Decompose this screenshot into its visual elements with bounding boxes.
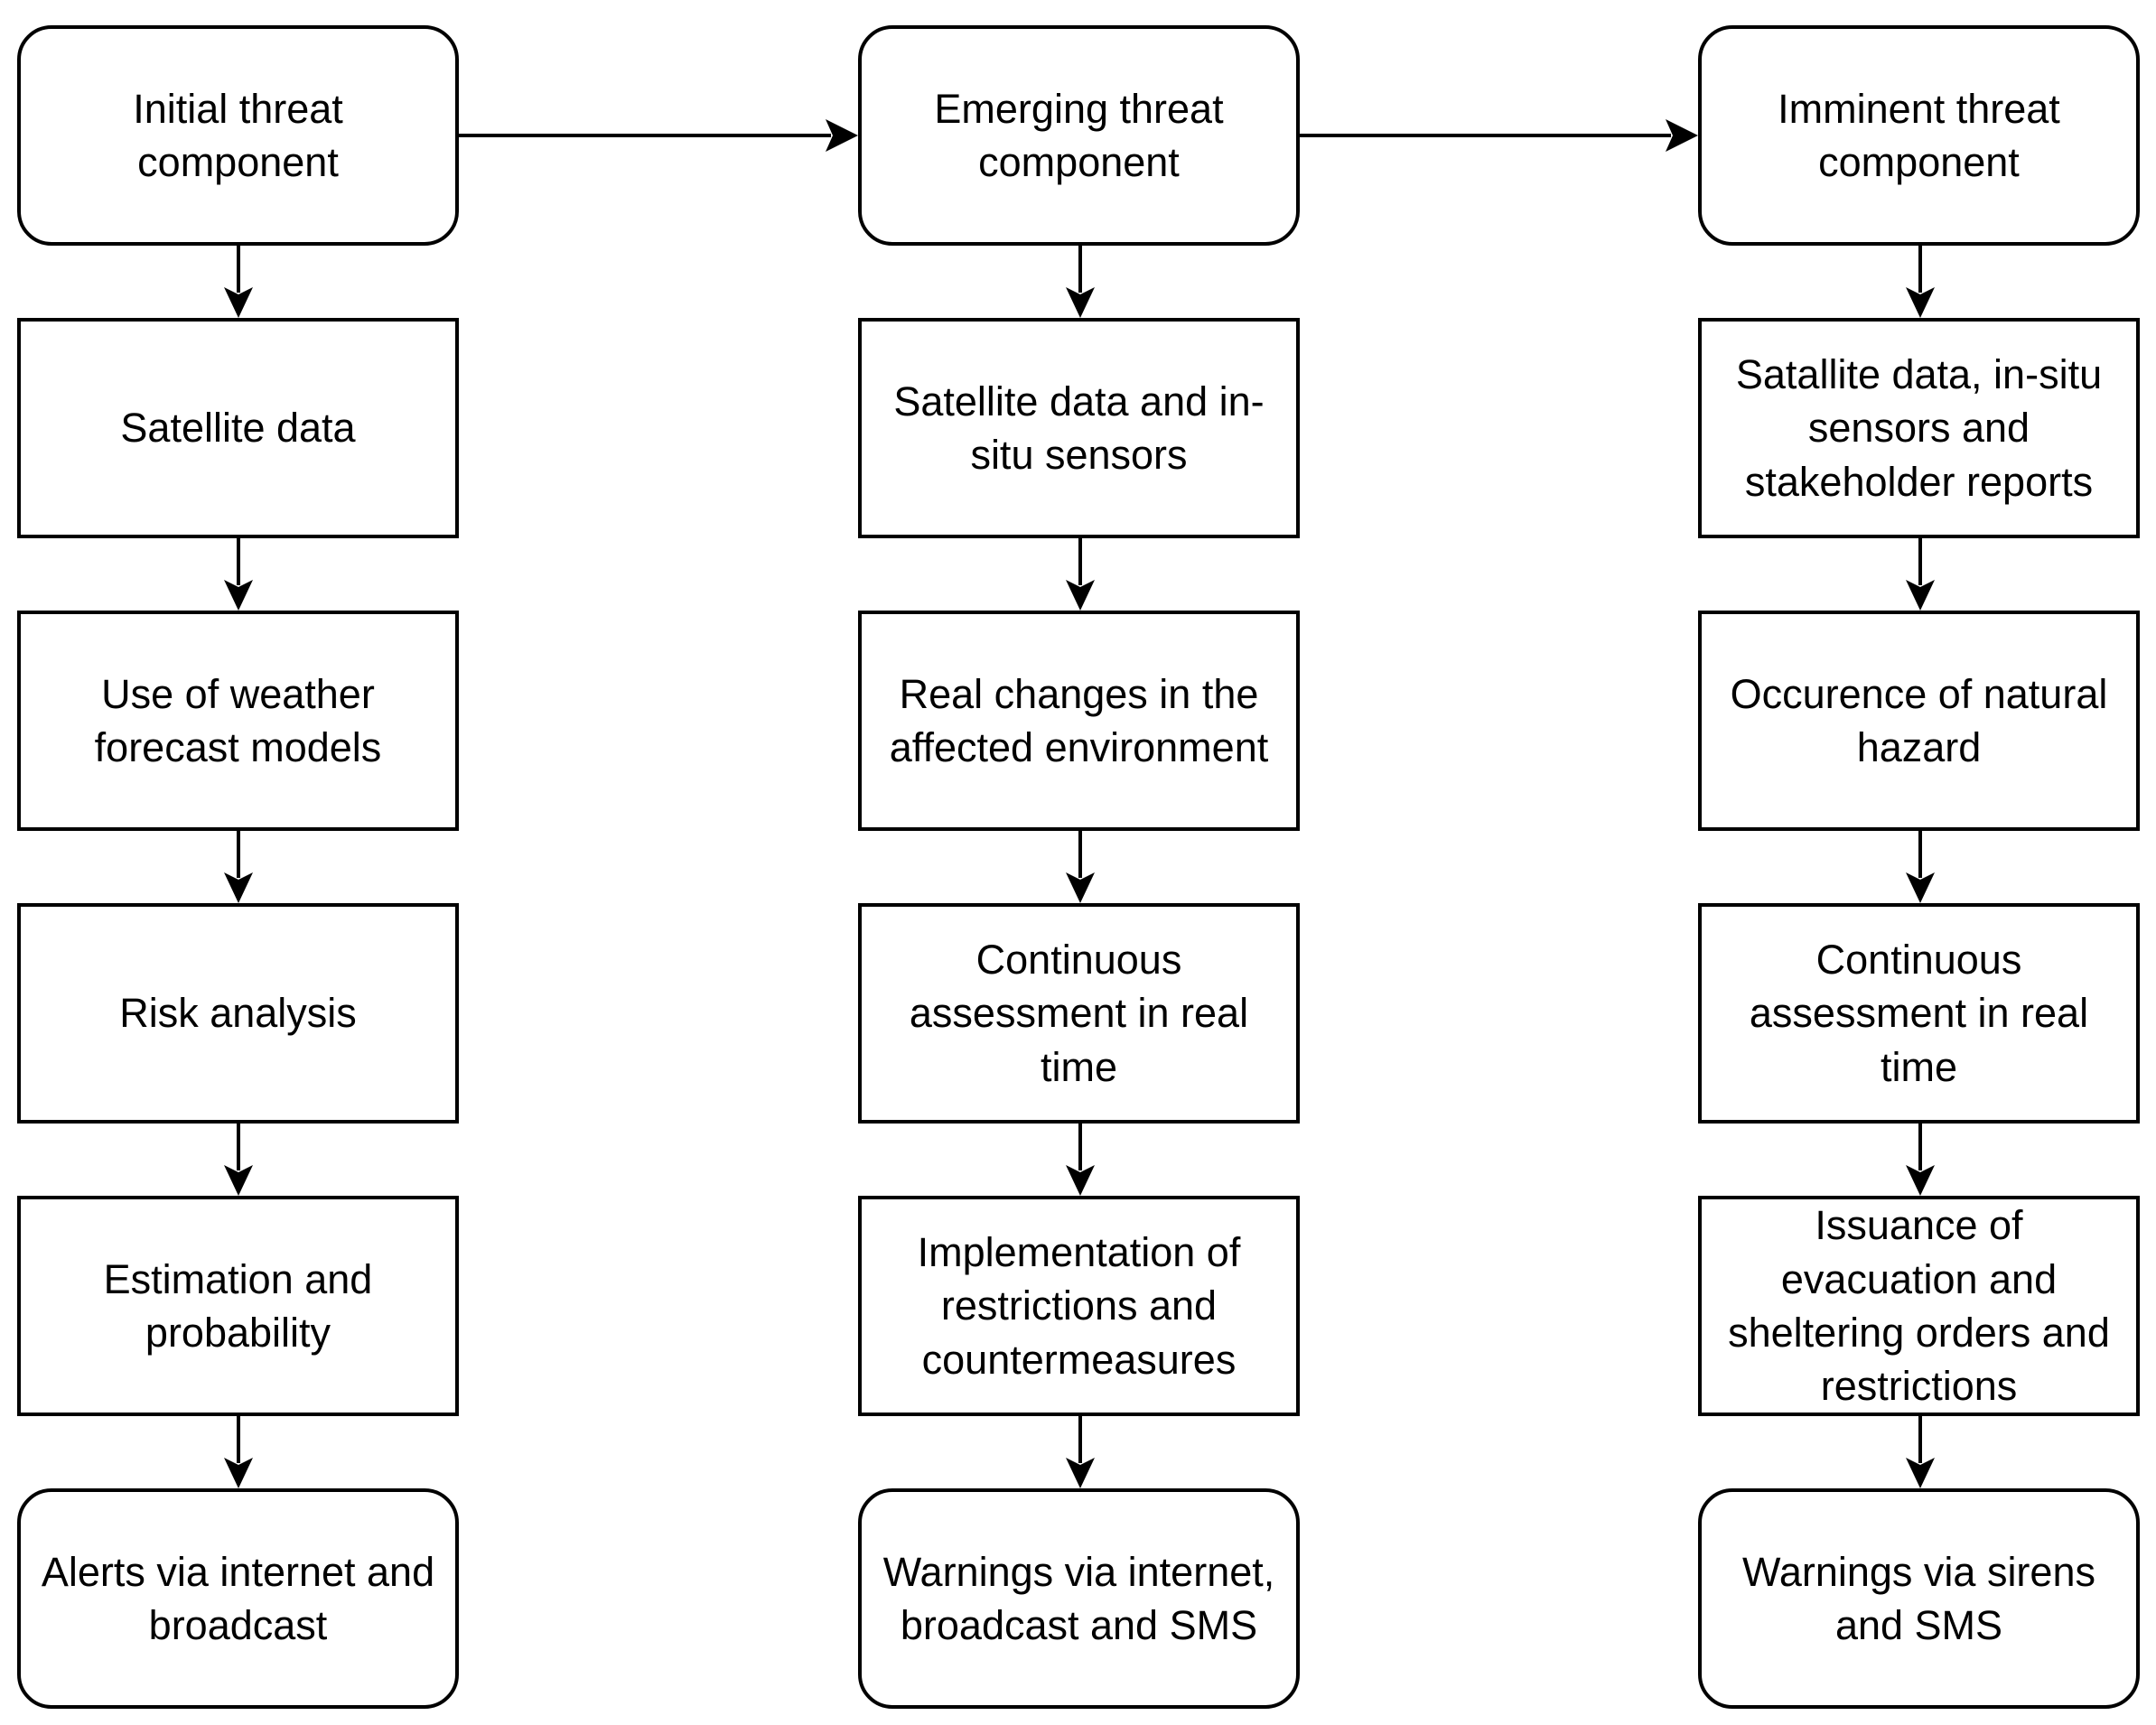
column-2-step-3-label: Continuous assessment in real time [909,936,1249,1090]
column-2-header-label: Emerging threat component [934,85,1224,185]
column-2-output-node: Warnings via internet, broadcast and SMS [858,1488,1300,1709]
column-1-step-2-node: Use of weather forecast models [17,611,459,831]
column-1-step-2-label: Use of weather forecast models [94,670,382,770]
column-1-step-3-label: Risk analysis [119,990,357,1037]
column-2-step-2-node: Real changes in the affected environment [858,611,1300,831]
column-3-step-2-label: Occurence of natural hazard [1730,670,2108,770]
column-1-step-1-node: Satellite data [17,318,459,538]
column-3-step-3-label: Continuous assessment in real time [1749,936,2089,1090]
column-1-output-label: Alerts via internet and broadcast [41,1548,435,1648]
header-connector-1-2 [459,119,858,152]
column-3-step-4-label: Issuance of evacuation and sheltering or… [1728,1202,2110,1410]
column-2-header-node: Emerging threat component [858,25,1300,246]
column-3-step-2-node: Occurence of natural hazard [1698,611,2140,831]
column-3-header-node: Imminent threat component [1698,25,2140,246]
column-1-step-3-node: Risk analysis [17,903,459,1124]
column-3-connectors [1906,246,1935,1488]
column-1-step-4-label: Estimation and probability [103,1255,373,1356]
column-3-output-node: Warnings via sirens and SMS [1698,1488,2140,1709]
column-3-step-1-node: Satallite data, in-situ sensors and stak… [1698,318,2140,538]
column-2-step-3-node: Continuous assessment in real time [858,903,1300,1124]
column-2-step-4-label: Implementation of restrictions and count… [917,1228,1241,1383]
column-1-header-node: Initial threat component [17,25,459,246]
column-1-output-node: Alerts via internet and broadcast [17,1488,459,1709]
column-1-step-1-label: Satellite data [120,405,356,452]
column-1-header-label: Initial threat component [133,85,343,185]
column-2-step-2-label: Real changes in the affected environment [889,670,1269,770]
column-2-connectors [1066,246,1095,1488]
column-1-connectors [224,246,253,1488]
header-connector-2-3 [1300,119,1698,152]
column-2-step-1-node: Satellite data and in- situ sensors [858,318,1300,538]
column-3-step-4-node: Issuance of evacuation and sheltering or… [1698,1196,2140,1416]
column-1-step-4-node: Estimation and probability [17,1196,459,1416]
column-2-step-1-label: Satellite data and in- situ sensors [893,378,1265,478]
column-3-header-label: Imminent threat component [1778,85,2060,185]
column-2-step-4-node: Implementation of restrictions and count… [858,1196,1300,1416]
column-3-step-1-label: Satallite data, in-situ sensors and stak… [1735,350,2103,505]
column-3-step-3-node: Continuous assessment in real time [1698,903,2140,1124]
column-2-output-label: Warnings via internet, broadcast and SMS [882,1548,1275,1648]
column-3-output-label: Warnings via sirens and SMS [1742,1548,2095,1648]
